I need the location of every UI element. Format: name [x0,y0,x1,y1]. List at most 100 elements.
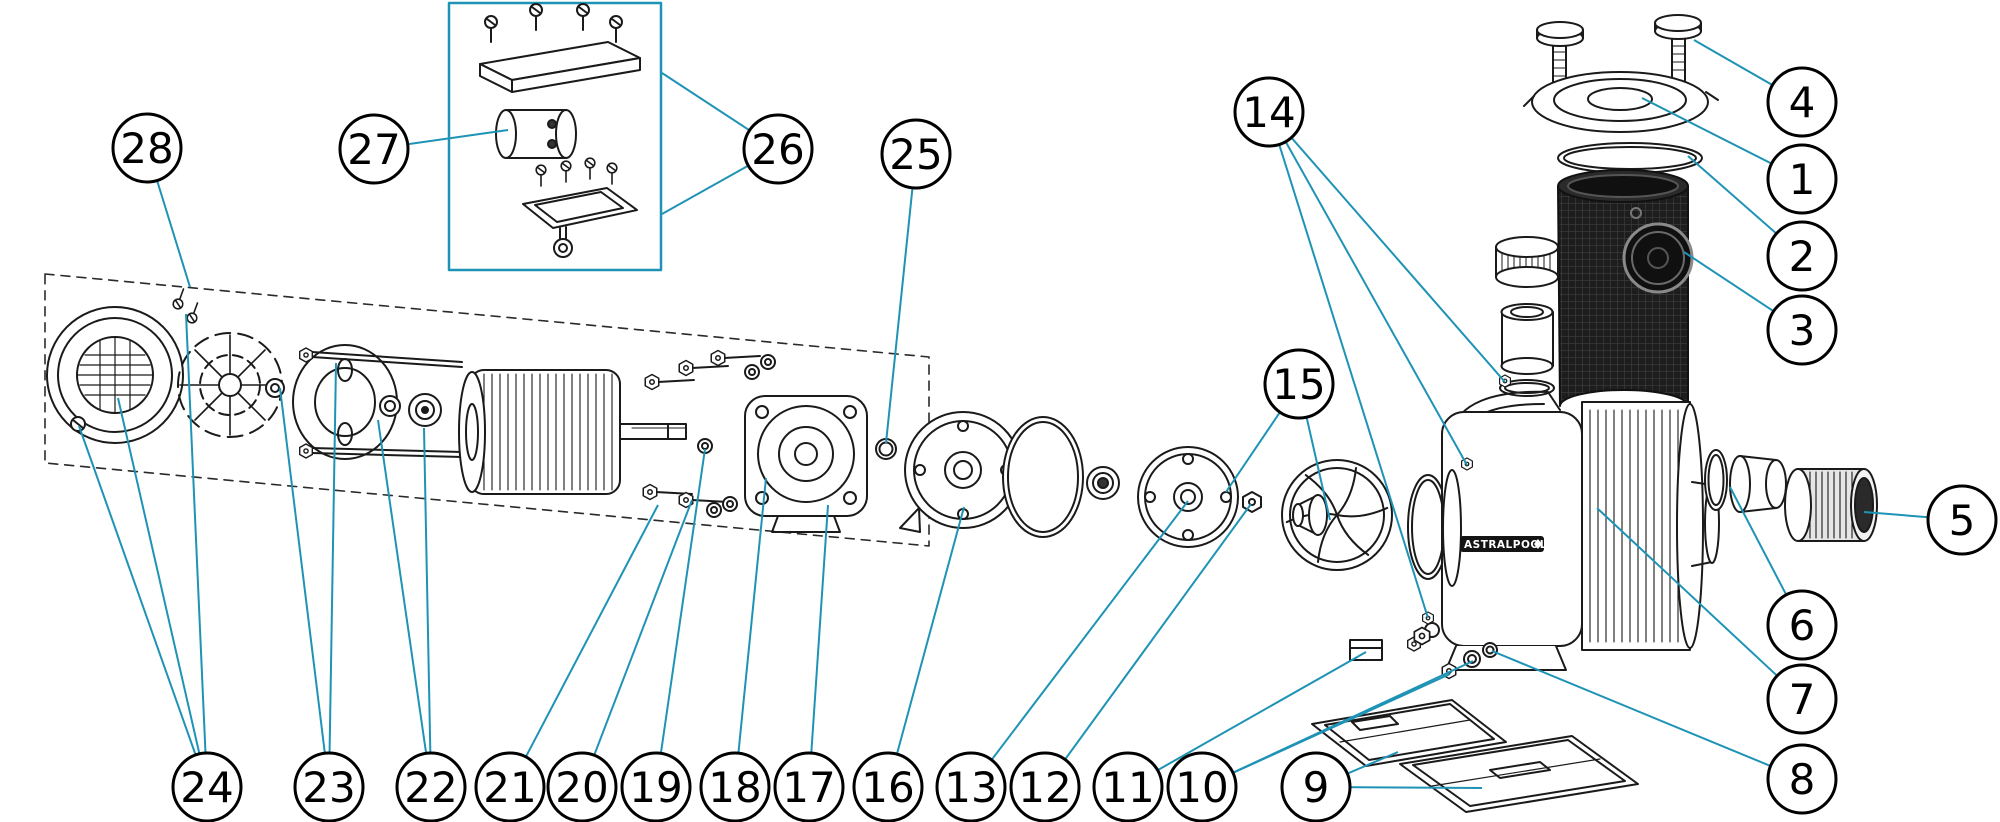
callout-15: 15 [1263,348,1335,420]
callout-number-23: 23 [302,763,355,812]
callout-circle-23 [293,751,365,822]
leader-line-14-3 [1268,111,1429,619]
callout-circle-20 [546,751,618,822]
callout-circle-8 [1766,743,1838,815]
leader-line-11-1 [1127,651,1367,788]
callout-circle-24 [171,751,243,822]
base-washer-2 [1482,642,1498,658]
callout-number-18: 18 [708,763,761,812]
callout-layer: 1234567891011121314151617181920212223242… [111,66,1998,822]
callout-circle-6 [1766,589,1838,661]
callout-28: 28 [111,112,183,184]
leader-line-22-1 [377,419,432,788]
callout-16: 16 [852,751,924,822]
callout-circle-21 [474,751,546,822]
callout-number-12: 12 [1018,763,1071,812]
callout-22: 22 [395,751,467,822]
callout-6: 6 [1766,589,1838,661]
callout-18: 18 [699,751,771,822]
leader-line-18-1 [734,477,767,788]
callout-number-1: 1 [1789,155,1816,204]
leader-line-14-1 [1268,111,1506,383]
callout-number-21: 21 [483,763,536,812]
callout-circle-10 [1166,751,1238,822]
callout-circle-27 [338,113,410,185]
callout-9: 9 [1280,751,1352,822]
callout-20: 20 [546,751,618,822]
brand-label-text: ASTRALPOOL [1464,539,1547,551]
callout-17: 17 [773,751,845,822]
callout-27: 27 [338,113,410,185]
callout-number-25: 25 [889,130,942,179]
retaining-clip [265,378,285,398]
callout-circle-14 [1233,76,1305,148]
leader-line-23-2 [328,362,337,788]
callout-number-26: 26 [751,125,804,174]
callout-4: 4 [1766,66,1838,138]
callout-circle-19 [620,751,692,822]
pump-body: ASTRALPOOL [1406,374,1720,671]
callout-number-2: 2 [1789,232,1816,281]
capacitor-inset-box [447,1,663,272]
leader-line-22-2 [423,427,432,788]
leader-line-23-1 [279,387,330,788]
strainer-basket [1557,169,1694,407]
leader-line-20-1 [581,499,693,788]
callout-8: 8 [1766,743,1838,815]
motor-shaft [619,423,687,440]
callout-number-10: 10 [1175,763,1228,812]
callout-number-14: 14 [1242,88,1295,137]
motor-body [458,369,621,495]
leader-line-24-2 [117,397,208,788]
tank-union-cap [1495,236,1559,288]
callout-24: 24 [171,751,243,822]
callout-circle-22 [395,751,467,822]
leader-line-24-3 [185,313,208,788]
callout-circle-12 [1009,751,1081,822]
lid-o-ring [1557,142,1703,174]
callout-7: 7 [1766,663,1838,735]
callout-number-6: 6 [1789,601,1816,650]
impeller-nut [1242,491,1262,513]
callout-1: 1 [1766,143,1838,215]
leader-line-19-1 [655,448,706,788]
callout-26: 26 [742,113,814,185]
callout-number-3: 3 [1789,306,1816,355]
leader-line-12-1 [1044,503,1252,788]
leader-line-13-1 [970,500,1189,788]
callout-circle-7 [1766,663,1838,735]
callout-number-9: 9 [1303,763,1330,812]
callout-number-24: 24 [180,763,233,812]
seal-plate-bracket [744,395,868,533]
bearing [408,393,442,427]
leader-line-8-1 [1491,650,1803,780]
callout-number-20: 20 [555,763,608,812]
callout-2: 2 [1766,220,1838,292]
callout-number-4: 4 [1789,78,1816,127]
callout-number-16: 16 [861,763,914,812]
tie-bolts [299,347,463,459]
callout-circle-2 [1766,220,1838,292]
brand-label: ASTRALPOOL [1460,536,1547,552]
callout-13: 13 [935,751,1007,822]
callout-number-13: 13 [944,763,997,812]
leader-line-21-1 [509,504,659,788]
outlet-o-ring [1704,449,1728,511]
callout-number-17: 17 [782,763,835,812]
callout-21: 21 [474,751,546,822]
lid-knob-right [1654,14,1702,83]
callout-12: 12 [1009,751,1081,822]
callout-circle-26 [742,113,814,185]
union-nut [1784,468,1878,542]
motor-flange [292,344,398,460]
callout-circle-1 [1766,143,1838,215]
capacitor [495,109,577,159]
leader-line-14-2 [1268,111,1468,466]
motor-rear-cover [46,286,203,444]
callout-circle-13 [935,751,1007,822]
callout-number-22: 22 [404,763,457,812]
callout-number-27: 27 [347,125,400,174]
callout-number-19: 19 [629,763,682,812]
callout-5: 5 [1926,484,1998,556]
